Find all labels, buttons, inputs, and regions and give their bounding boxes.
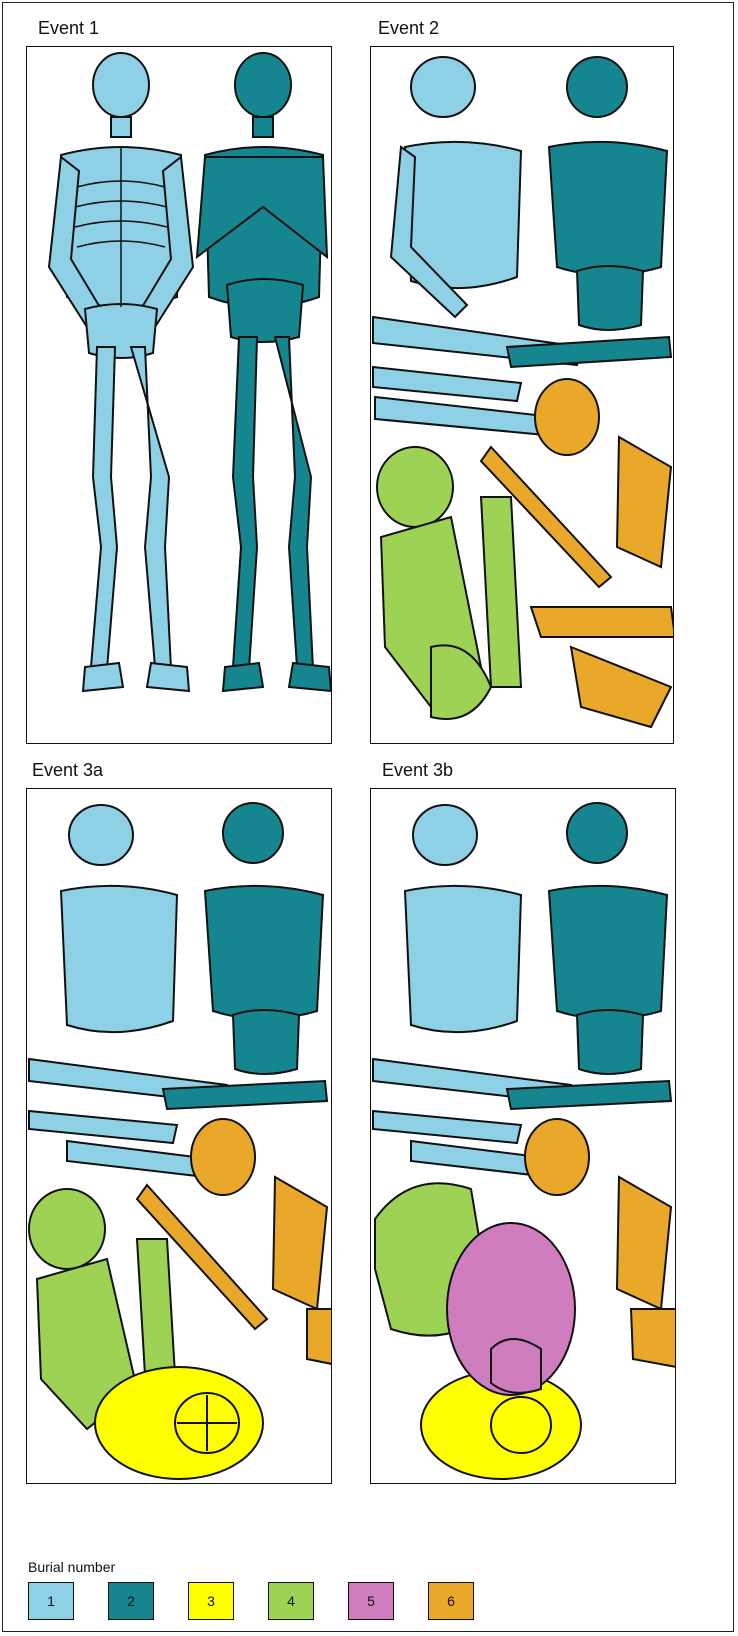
panel-title-event-2: Event 2 — [378, 18, 439, 39]
legend-swatch-burial-6: 6 — [428, 1582, 474, 1620]
burial-2-skeleton — [507, 57, 671, 367]
panel-event-1 — [26, 46, 332, 744]
legend-label: 4 — [287, 1593, 295, 1609]
burial-2-skeleton — [197, 53, 331, 691]
legend-title: Burial number — [28, 1559, 115, 1575]
panel-title-event-1: Event 1 — [38, 18, 99, 39]
legend-label: 5 — [367, 1593, 375, 1609]
event-1-drawing — [27, 47, 332, 744]
panel-title-event-3a: Event 3a — [32, 760, 103, 781]
burial-3-skull — [95, 1367, 263, 1479]
burial-4-skeleton — [377, 447, 521, 719]
event-2-drawing — [371, 47, 674, 744]
event-3a-drawing — [27, 789, 332, 1484]
event-3b-drawing — [371, 789, 676, 1484]
panel-title-event-3b: Event 3b — [382, 760, 453, 781]
burial-1-skeleton — [29, 805, 227, 1179]
legend-swatch-burial-4: 4 — [268, 1582, 314, 1620]
legend-swatch-burial-2: 2 — [108, 1582, 154, 1620]
legend-swatch-burial-3: 3 — [188, 1582, 234, 1620]
legend-label: 1 — [47, 1593, 55, 1609]
burial-1-skeleton — [373, 57, 581, 437]
panel-event-3a — [26, 788, 332, 1484]
legend-swatch-burial-1: 1 — [28, 1582, 74, 1620]
legend-label: 6 — [447, 1593, 455, 1609]
burial-2-skeleton — [163, 803, 327, 1109]
legend-label: 3 — [207, 1593, 215, 1609]
panel-event-2 — [370, 46, 674, 744]
legend-swatch-burial-5: 5 — [348, 1582, 394, 1620]
panel-event-3b — [370, 788, 676, 1484]
burial-2-skeleton — [507, 803, 671, 1109]
legend-label: 2 — [127, 1593, 135, 1609]
burial-5-skeleton — [447, 1223, 575, 1395]
